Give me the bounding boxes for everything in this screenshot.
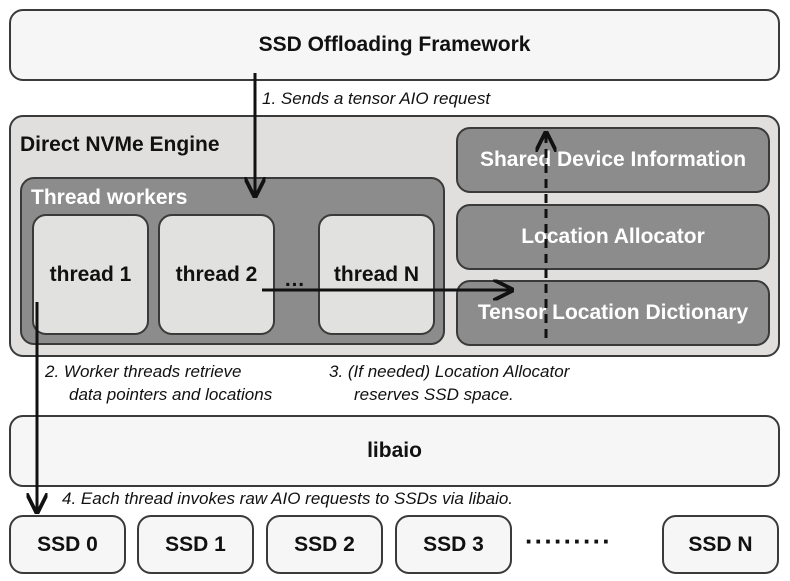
- ssd-3-label: SSD 3: [423, 532, 484, 556]
- framework-label: SSD Offloading Framework: [258, 33, 531, 56]
- step-3-label-line-1: 3. (If needed) Location Allocator: [329, 362, 570, 381]
- ssd-n-label: SSD N: [688, 532, 753, 556]
- thread-n-label: thread N: [333, 262, 420, 286]
- ssd-0-box: SSD 0: [9, 515, 126, 574]
- tensor-location-dictionary-label: Tensor Location Dictionary: [477, 301, 749, 324]
- step-2-label-line-1: 2. Worker threads retrieve: [45, 362, 242, 381]
- thread-workers-title: Thread workers: [31, 186, 188, 209]
- location-allocator-box: Location Allocator: [456, 204, 770, 270]
- ssd-offloading-framework-box: SSD Offloading Framework: [9, 9, 780, 81]
- ssd-n-box: SSD N: [662, 515, 779, 574]
- step-3-label-line-2: reserves SSD space.: [354, 385, 514, 404]
- libaio-box: libaio: [9, 415, 780, 487]
- thread-1-box: thread 1: [32, 214, 149, 335]
- thread-ellipsis: …: [284, 268, 305, 291]
- engine-title: Direct NVMe Engine: [20, 133, 220, 156]
- libaio-label: libaio: [367, 439, 422, 462]
- ssd-2-box: SSD 2: [266, 515, 383, 574]
- step-2-label-line-2: data pointers and locations: [69, 385, 273, 404]
- thread-1-label: thread 1: [49, 262, 132, 286]
- step-4-label: 4. Each thread invokes raw AIO requests …: [62, 489, 514, 508]
- ssd-2-label: SSD 2: [294, 532, 355, 556]
- shared-device-information-box: Shared Device Information: [456, 127, 770, 193]
- ssd-ellipsis: ·········: [525, 526, 612, 556]
- step-1-label: 1. Sends a tensor AIO request: [262, 89, 491, 108]
- ssd-1-label: SSD 1: [165, 532, 226, 556]
- thread-2-box: thread 2: [158, 214, 275, 335]
- location-allocator-label: Location Allocator: [521, 225, 705, 248]
- shared-device-information-label: Shared Device Information: [479, 148, 747, 171]
- ssd-1-box: SSD 1: [137, 515, 254, 574]
- thread-n-box: thread N: [318, 214, 435, 335]
- ssd-3-box: SSD 3: [395, 515, 512, 574]
- ssd-0-label: SSD 0: [37, 532, 98, 556]
- tensor-location-dictionary-box: Tensor Location Dictionary: [456, 280, 770, 346]
- thread-2-label: thread 2: [175, 262, 258, 286]
